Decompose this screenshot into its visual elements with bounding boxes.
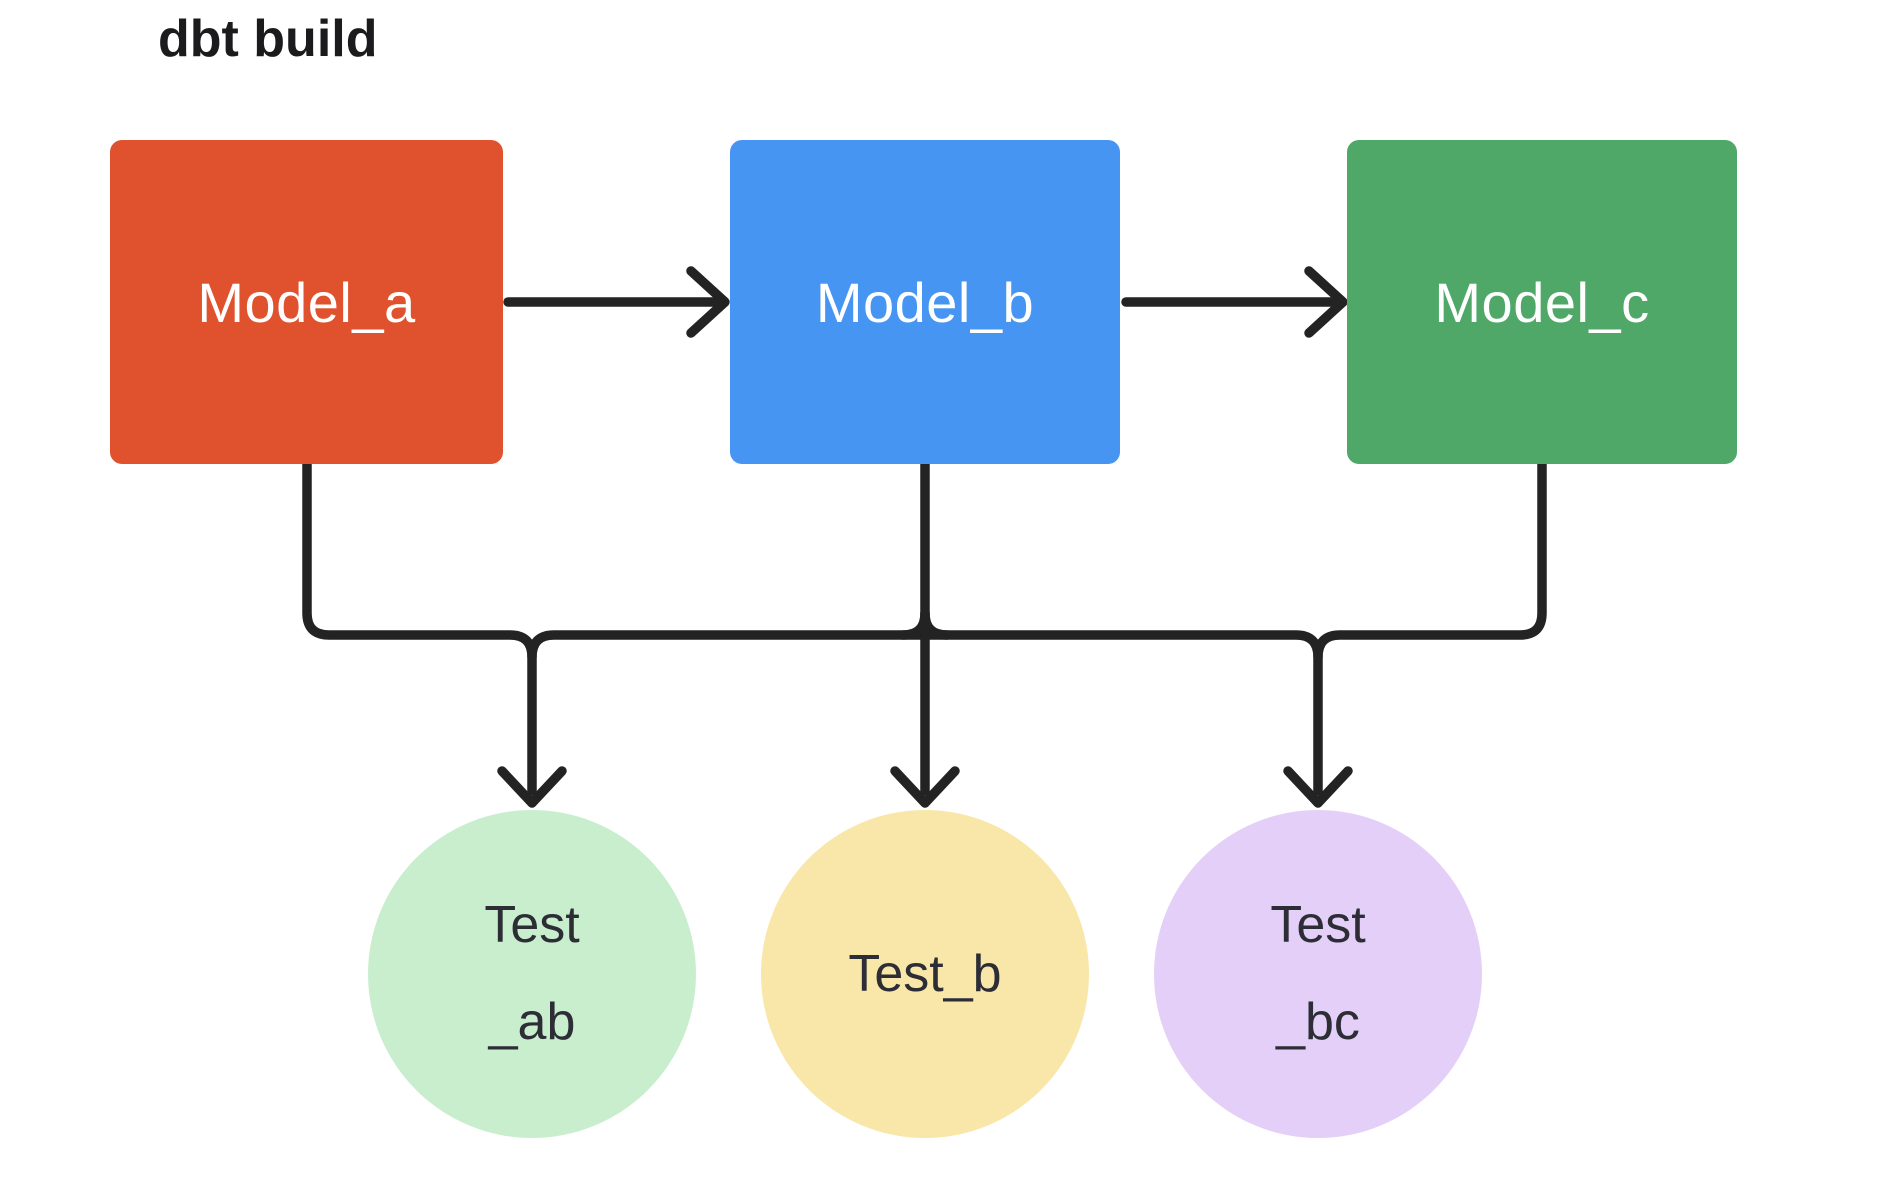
connector-group bbox=[302, 266, 1547, 808]
diagram-title: dbt build bbox=[158, 10, 378, 68]
model-c-label: Model_c bbox=[1434, 270, 1650, 334]
test-b-label-line1: Test_b bbox=[848, 944, 1002, 1003]
model-b-node: Model_b bbox=[730, 140, 1120, 464]
edge-model-b-to-model-c-arrowhead-icon bbox=[1304, 266, 1348, 338]
model-b-label: Model_b bbox=[815, 270, 1035, 334]
test-bc-node: Test _bc bbox=[1154, 810, 1482, 1138]
test-b-node: Test_b bbox=[761, 810, 1089, 1138]
model-c-node: Model_c bbox=[1347, 140, 1737, 464]
connector-model-c-to-test-bc bbox=[1313, 457, 1547, 796]
test-ab-label-line2: _ab bbox=[488, 993, 576, 1051]
edge-model-a-to-model-b-arrowhead-icon bbox=[686, 266, 730, 338]
model-a-node: Model_a bbox=[110, 140, 503, 464]
test-bc-label-line2: _bc bbox=[1276, 993, 1360, 1051]
arrowhead-test-b-icon bbox=[890, 766, 960, 808]
test-ab-node: Test _ab bbox=[368, 810, 696, 1138]
connector-model-a-to-test-ab bbox=[302, 457, 537, 796]
arrowhead-test-ab-icon bbox=[497, 766, 567, 808]
test-bc-label-line1: Test bbox=[1270, 896, 1366, 954]
test-ab-label-line1: Test bbox=[484, 896, 580, 954]
connector-model-b-bus-fillet-right bbox=[920, 608, 952, 640]
model-a-label: Model_a bbox=[197, 270, 416, 334]
arrowhead-test-bc-icon bbox=[1283, 766, 1353, 808]
